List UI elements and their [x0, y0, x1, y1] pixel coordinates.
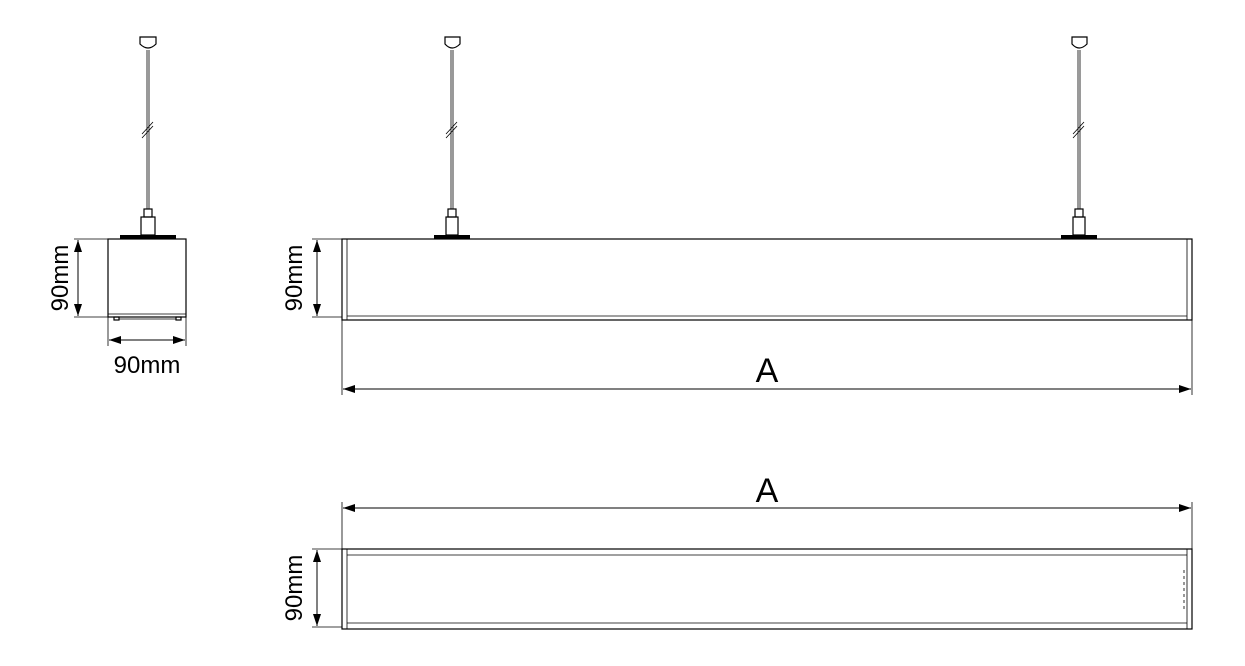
bottom-height-label: 90mm — [281, 555, 308, 622]
bottom-view: A 90mm — [281, 472, 1193, 630]
side-height-dimension: 90mm — [47, 238, 108, 318]
side-view: 90mm 90mm — [47, 36, 187, 379]
front-profile-housing — [341, 238, 1193, 321]
side-profile-housing — [107, 238, 187, 321]
front-height-dimension: 90mm — [281, 238, 342, 318]
front-length-label: A — [756, 352, 779, 390]
left-ceiling-canopy-icon — [444, 36, 461, 49]
front-length-dimension: A — [341, 320, 1193, 395]
suspension-wire — [141, 50, 154, 209]
bottom-height-dimension: 90mm — [281, 548, 342, 628]
front-view: 90mm A — [281, 36, 1193, 395]
right-suspension — [1061, 36, 1097, 239]
side-width-dimension: 90mm — [107, 317, 187, 379]
bottom-profile-housing — [341, 548, 1193, 630]
bottom-length-dimension: A — [341, 472, 1193, 549]
side-width-label: 90mm — [114, 352, 181, 379]
right-ceiling-canopy-icon — [1071, 36, 1088, 49]
front-height-label: 90mm — [281, 245, 308, 312]
left-suspension — [434, 36, 470, 239]
wire-gripper — [120, 208, 176, 239]
ceiling-canopy-icon — [139, 36, 157, 49]
bottom-length-label: A — [756, 472, 779, 510]
side-height-label: 90mm — [47, 245, 74, 312]
